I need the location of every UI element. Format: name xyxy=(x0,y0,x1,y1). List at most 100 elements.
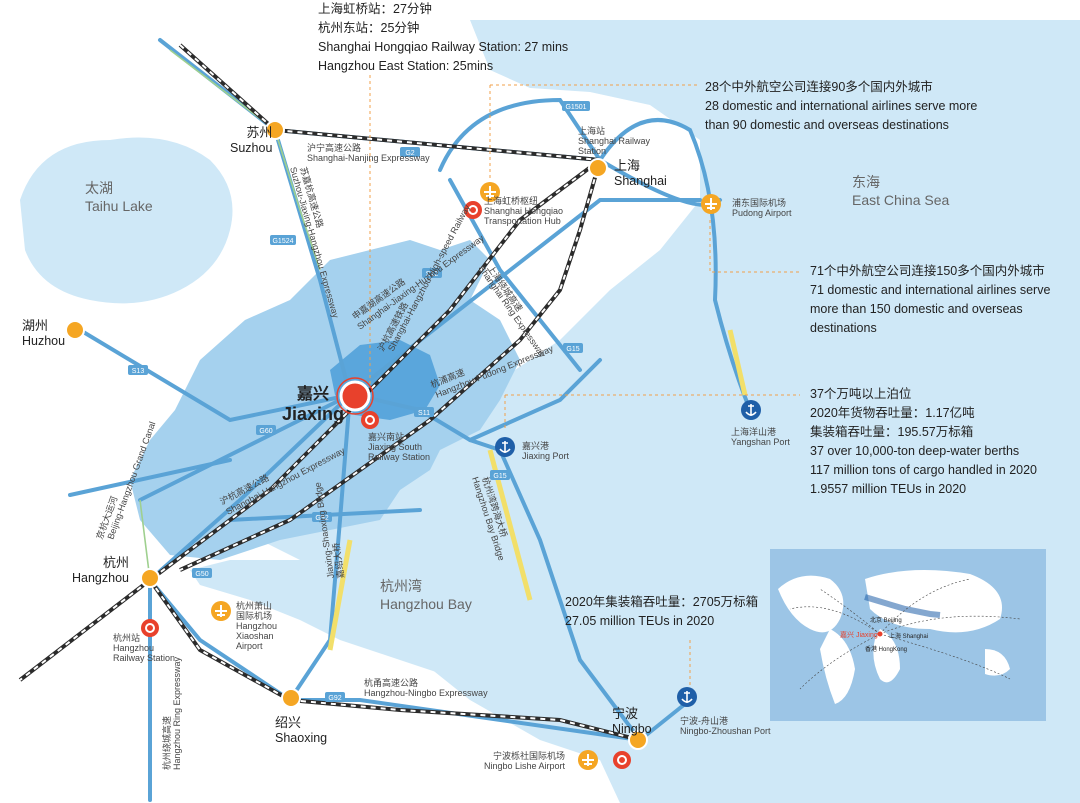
nb-airport-zh: 宁波栎社国际机场 xyxy=(493,751,566,761)
info-ningbo-port: 2020年集装箱吞吐量：2705万标箱 27.05 million TEUs i… xyxy=(565,593,758,631)
shanghai-en: Shanghai xyxy=(614,174,667,188)
inset-center-label: 嘉兴 Jiaxing xyxy=(840,630,878,640)
shaoxing-zh: 绍兴 xyxy=(275,715,302,730)
shaoxing-dot xyxy=(281,688,301,708)
taihu-zh: 太湖 xyxy=(85,180,113,196)
jiaxing-en: Jiaxing xyxy=(282,404,345,424)
railway-station-icon xyxy=(464,201,482,219)
city-label-suzhou: 苏州 Suzhou xyxy=(230,122,272,155)
sh-station-en2: Station xyxy=(578,146,607,156)
jiaxing-zh: 嘉兴 xyxy=(297,386,330,403)
hz-station-en2: Railway Station xyxy=(113,653,176,663)
hongqiao-en2: Transportation Hub xyxy=(484,216,561,226)
hz-bay-en: Hangzhou Bay xyxy=(380,596,472,612)
jiaxing-shaoxing-bridge-line xyxy=(327,539,353,651)
leader-lines xyxy=(369,75,800,690)
info-pd-1: 71 domestic and international airlines s… xyxy=(810,283,1051,297)
hz-nb-expressway-label: 杭甬高速公路 Hangzhou-Ningbo Expressway xyxy=(364,678,488,698)
hz-airport-zh1: 杭州萧山 xyxy=(236,601,273,611)
east-sea-label: 东海 East China Sea xyxy=(852,172,949,208)
nb-port-zh: 宁波-舟山港 xyxy=(680,716,728,726)
hn-expressway-label: 沪宁高速公路 Shanghai-Nanjing Expressway xyxy=(307,143,430,163)
jx-south-en2: Railway Station xyxy=(368,452,431,462)
city-label-ningbo: 宁波 Ningbo xyxy=(612,703,652,736)
info-hq-2: than 90 domestic and overseas destinatio… xyxy=(705,118,949,132)
railway-station-icon xyxy=(613,751,631,769)
svg-text:G50: G50 xyxy=(195,571,208,578)
hz-station-zh: 杭州站 xyxy=(113,633,141,643)
city-label-shaoxing: 绍兴 Shaoxing xyxy=(275,712,327,745)
svg-text:G2: G2 xyxy=(405,150,414,157)
jx-south-zh: 嘉兴南站 xyxy=(368,432,405,442)
pudong-zh: 浦东国际机场 xyxy=(732,198,787,208)
svg-text:G60: G60 xyxy=(259,428,272,435)
svg-text:G92: G92 xyxy=(328,695,341,702)
svg-text:G92: G92 xyxy=(315,515,328,522)
inset-hongkong: 香港 HongKong xyxy=(865,647,908,653)
ningbo-en: Ningbo xyxy=(612,722,652,736)
city-label-hangzhou: 杭州 Hangzhou xyxy=(72,552,129,585)
info-pd-3: destinations xyxy=(810,321,877,335)
nb-airport-label: 宁波栎社国际机场 Ningbo Lishe Airport xyxy=(484,751,565,771)
inset-center-zh: 嘉兴 xyxy=(840,632,854,639)
svg-text:Hangzhou Ring Expressway: Hangzhou Ring Expressway xyxy=(172,656,182,770)
svg-text:G1524: G1524 xyxy=(272,238,293,245)
east-sea-zh: 东海 xyxy=(852,174,880,190)
svg-text:G15: G15 xyxy=(493,473,506,480)
info-pudong-air: 71个中外航空公司连接150多个国内外城市 71 domestic and in… xyxy=(810,262,1050,338)
ningbo-zh: 宁波 xyxy=(612,706,639,721)
inset-world-map: 嘉兴 Jiaxing 上海 Shanghai 北京 Beijing 香港 Hon… xyxy=(770,549,1046,721)
taihu-label: 太湖 Taihu Lake xyxy=(85,178,153,214)
info-ys-5: 1.9557 million TEUs in 2020 xyxy=(810,482,967,496)
info-hongqiao-air: 28个中外航空公司连接90多个国内外城市 28 domestic and int… xyxy=(705,78,977,135)
info-ys-0: 37个万吨以上泊位 xyxy=(810,387,912,401)
taihu-en: Taihu Lake xyxy=(85,198,153,214)
nb-airport-en: Ningbo Lishe Airport xyxy=(484,761,566,771)
suzhou-zh: 苏州 xyxy=(246,125,273,140)
hangzhou-dot xyxy=(140,568,160,588)
info-yangshan-port: 37个万吨以上泊位 2020年货物吞吐量：1.17亿吨 集装箱吞吐量：195.5… xyxy=(810,385,1037,499)
hangzhou-bay xyxy=(190,430,680,740)
nb-port-en: Ningbo-Zhoushan Port xyxy=(680,726,771,736)
yangshan-bridge-line xyxy=(727,329,748,396)
huzhou-dot xyxy=(65,320,85,340)
sh-station-zh: 上海站 xyxy=(578,126,606,136)
info-hq-1: 28 domestic and international airlines s… xyxy=(705,99,978,113)
hz-nb-zh: 杭甬高速公路 xyxy=(364,678,419,688)
svg-text:S12: S12 xyxy=(426,271,439,278)
info-top-0: 上海虹桥站：27分钟 xyxy=(318,2,432,16)
jx-port-en: Jiaxing Port xyxy=(522,451,570,461)
info-top-3: Hangzhou East Station: 25mins xyxy=(318,59,494,73)
hn-zh: 沪宁高速公路 xyxy=(307,143,362,153)
svg-text:杭州绕城高速: 杭州绕城高速 xyxy=(161,716,172,770)
shanghai-dot xyxy=(588,158,608,178)
hongqiao-label: 上海虹桥枢纽 Shanghai Hongqiao Transportation … xyxy=(484,196,563,226)
info-ys-4: 117 million tons of cargo handled in 202… xyxy=(810,463,1038,477)
railway-dashes xyxy=(19,44,641,741)
hz-station-en1: Hangzhou xyxy=(113,643,155,653)
inset-center-en: Jiaxing xyxy=(855,632,878,639)
shanghai-zh: 上海 xyxy=(614,158,641,173)
suzhou-dot xyxy=(265,120,285,140)
railway-station-icon xyxy=(141,619,159,637)
yangshan-en: Yangshan Port xyxy=(731,437,790,447)
city-label-jiaxing: 嘉兴 Jiaxing xyxy=(282,380,344,425)
info-top-2: Shanghai Hongqiao Railway Station: 27 mi… xyxy=(318,40,569,54)
info-pd-2: more than 150 domestic and overseas xyxy=(810,302,1023,316)
info-ys-1: 2020年货物吞吐量：1.17亿吨 xyxy=(810,406,975,420)
info-pd-0: 71个中外航空公司连接150多个国内外城市 xyxy=(810,264,1045,278)
hz-airport-zh2: 国际机场 xyxy=(236,611,273,621)
jx-south-en1: Jiaxing South xyxy=(368,442,423,452)
jx-south-label: 嘉兴南站 Jiaxing South Railway Station xyxy=(368,432,430,462)
hz-airport-en1: Hangzhou xyxy=(236,621,278,631)
svg-text:S13: S13 xyxy=(132,368,145,375)
info-top-1: 杭州东站：25分钟 xyxy=(318,21,420,35)
railway-station-icon xyxy=(361,411,379,429)
huzhou-zh: 湖州 xyxy=(22,318,49,333)
info-nb-1: 27.05 million TEUs in 2020 xyxy=(565,614,715,628)
road-badges: G2 G1501 G15 G92 G60 G50 S13 S12 S11 G15… xyxy=(128,101,590,702)
facility-icons xyxy=(141,182,761,770)
hongqiao-en1: Shanghai Hongqiao xyxy=(484,206,564,216)
hz-nb-en: Hangzhou-Ningbo Expressway xyxy=(364,688,488,698)
info-hq-0: 28个中外航空公司连接90多个国内外城市 xyxy=(705,80,933,94)
